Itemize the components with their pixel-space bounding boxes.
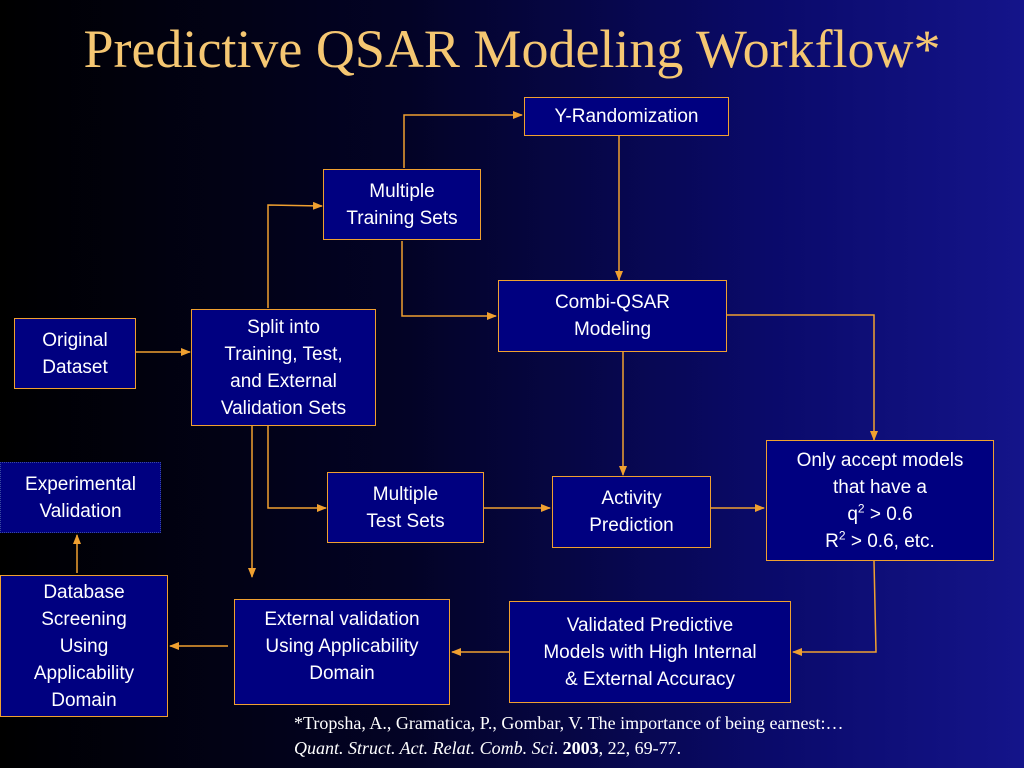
- node-label: Training Sets: [346, 207, 458, 229]
- r-symbol: R: [825, 530, 839, 552]
- node-label: Experimental: [25, 473, 136, 495]
- slide-title: Predictive QSAR Modeling Workflow*: [83, 19, 941, 79]
- node-split: Split into Training, Test, and External …: [191, 309, 376, 426]
- r2-criterion: R2 > 0.6, etc.: [797, 528, 964, 555]
- node-label: External validation: [264, 609, 420, 630]
- node-label: Using: [59, 635, 109, 657]
- node-label: Split into: [247, 316, 320, 338]
- q2-threshold: > 0.6: [864, 503, 913, 525]
- node-label: Models with High Internal: [543, 641, 757, 663]
- node-label: Activity: [601, 488, 662, 509]
- q2-criterion: q2 > 0.6: [797, 501, 964, 528]
- node-multiple-training-sets: Multiple Training Sets: [323, 169, 481, 240]
- node-original-dataset: Original Dataset: [14, 318, 136, 389]
- node-label: Using Applicability: [265, 636, 419, 657]
- arrow-training-to-combi: [401, 241, 497, 320]
- node-label: Original: [42, 329, 108, 351]
- node-label: and External: [230, 370, 337, 392]
- arrow-split-to-training: [267, 201, 323, 308]
- node-label: & External Accuracy: [564, 668, 735, 690]
- node-label: Applicability: [33, 662, 135, 684]
- arrow-split-to-testsets: [267, 426, 327, 512]
- node-combi-qsar: Combi-QSAR Modeling: [498, 280, 727, 352]
- node-label: Validation: [39, 500, 122, 522]
- node-label: Validation Sets: [220, 397, 347, 419]
- citation-volume-pages: , 22, 69-77.: [598, 738, 682, 758]
- node-label: Modeling: [573, 319, 652, 340]
- node-label: that have a: [832, 476, 927, 498]
- node-activity-prediction: Activity Prediction: [552, 476, 711, 548]
- node-label: Combi-QSAR: [554, 292, 671, 313]
- node-accept-models: Only accept models that have a q2 > 0.6 …: [766, 440, 994, 561]
- node-external-validation: External validation Using Applicability …: [234, 599, 450, 705]
- node-label: Test Sets: [366, 510, 445, 532]
- node-label: Training, Test,: [224, 343, 343, 365]
- citation: *Tropsha, A., Gramatica, P., Gombar, V. …: [294, 711, 1014, 761]
- node-experimental-validation: Experimental Validation: [0, 462, 161, 533]
- node-label: Only accept models: [796, 449, 964, 471]
- node-label: Y-Randomization: [554, 106, 699, 127]
- node-label: Database: [43, 581, 125, 603]
- arrow-accept-to-validated: [792, 560, 877, 656]
- node-label: Domain: [309, 663, 375, 684]
- citation-authors: *Tropsha, A., Gramatica, P., Gombar, V. …: [294, 713, 844, 733]
- citation-separator: .: [553, 738, 563, 758]
- arrow-combi-to-accept: [727, 314, 878, 441]
- node-database-screening: Database Screening Using Applicability D…: [0, 575, 168, 717]
- node-label: Multiple: [372, 483, 439, 505]
- citation-year: 2003: [562, 738, 599, 758]
- node-label: Multiple: [369, 180, 435, 202]
- node-multiple-test-sets: Multiple Test Sets: [327, 472, 484, 543]
- r2-threshold: > 0.6, etc.: [845, 530, 935, 552]
- citation-journal: Quant. Struct. Act. Relat. Comb. Sci: [294, 738, 554, 758]
- node-label: Prediction: [589, 515, 674, 536]
- superscript: 2: [857, 501, 865, 516]
- node-label: Screening: [41, 608, 127, 630]
- node-validated-models: Validated Predictive Models with High In…: [509, 601, 791, 703]
- node-label: Validated Predictive: [566, 614, 734, 636]
- citation-source: Quant. Struct. Act. Relat. Comb. Sci. 20…: [294, 736, 1014, 761]
- node-label: Dataset: [42, 356, 108, 378]
- superscript: 2: [838, 528, 846, 543]
- node-y-randomization: Y-Randomization: [524, 97, 729, 136]
- q-symbol: q: [847, 503, 858, 525]
- node-label: Domain: [51, 689, 117, 711]
- arrow-training-to-yrand: [403, 111, 523, 168]
